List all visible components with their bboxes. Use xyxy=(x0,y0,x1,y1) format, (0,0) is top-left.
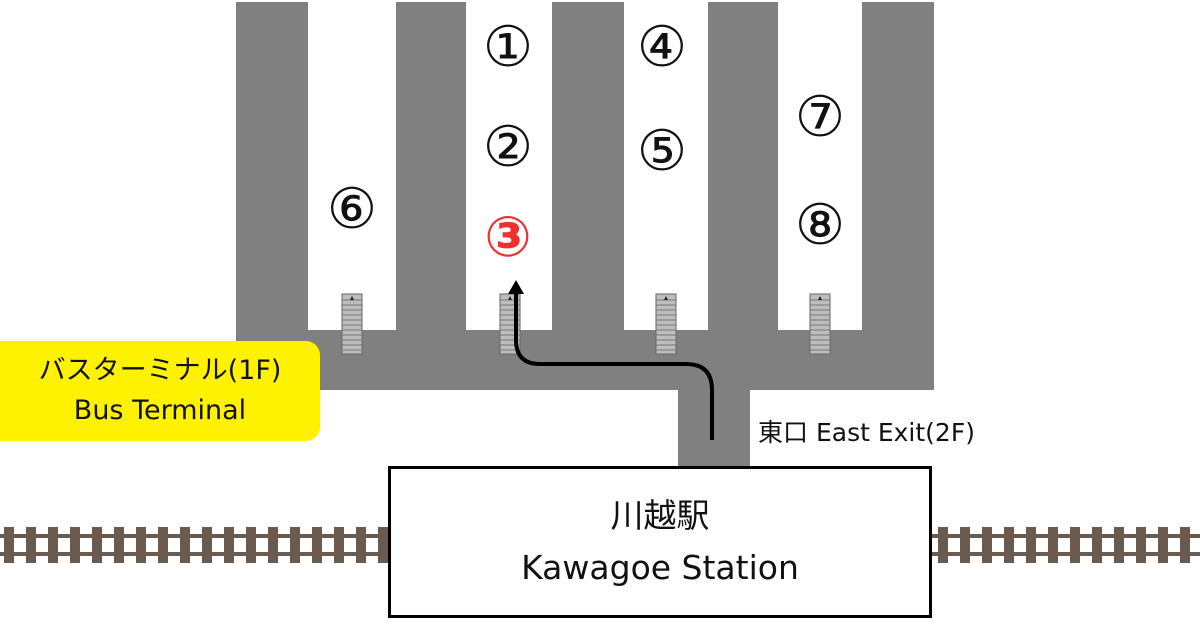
railway-tie xyxy=(202,527,212,563)
station-building: 川越駅 Kawagoe Station xyxy=(388,466,932,618)
railway-tie xyxy=(334,527,344,563)
railway-tie xyxy=(180,527,190,563)
railway-right xyxy=(930,527,1200,563)
railway-tie xyxy=(960,527,970,563)
railway-tie xyxy=(312,527,322,563)
railway-tie xyxy=(378,527,388,563)
railway-tie xyxy=(938,527,948,563)
bus-terminal-label: バスターミナル(1F) Bus Terminal xyxy=(0,341,320,441)
railway-tie xyxy=(1026,527,1036,563)
stop-5-label: ⑤ xyxy=(637,119,687,184)
route-arrowhead xyxy=(508,280,524,294)
bus-terminal-label-ja: バスターミナル(1F) xyxy=(38,355,282,386)
railway-left xyxy=(0,527,390,563)
stop-7-label: ⑦ xyxy=(795,85,845,150)
stop-2-label: ② xyxy=(483,115,533,180)
crosswalk-1 xyxy=(341,293,363,355)
walkway-column-2 xyxy=(396,2,466,332)
railway-tie xyxy=(268,527,278,563)
crosswalk-3 xyxy=(655,293,677,355)
railway-tie xyxy=(158,527,168,563)
railway-tie xyxy=(982,527,992,563)
walkway-column-1 xyxy=(236,2,308,332)
railway-tie xyxy=(48,527,58,563)
railway-tie xyxy=(26,527,36,563)
railway-tie xyxy=(92,527,102,563)
route-arrow-line xyxy=(514,292,714,440)
railway-tie xyxy=(70,527,80,563)
stop-6-label: ⑥ xyxy=(327,177,377,242)
railway-tie xyxy=(1092,527,1102,563)
railway-tie xyxy=(1004,527,1014,563)
stop-3-label-highlighted: ③ xyxy=(484,205,531,270)
bus-terminal-label-en: Bus Terminal xyxy=(73,395,247,426)
walkway-column-4 xyxy=(708,2,778,332)
railway-tie xyxy=(4,527,14,563)
railway-tie xyxy=(290,527,300,563)
railway-tie xyxy=(1158,527,1168,563)
railway-tie xyxy=(1048,527,1058,563)
stop-4-label: ④ xyxy=(637,15,687,80)
stop-8-label: ⑧ xyxy=(795,193,845,258)
railway-tie xyxy=(1114,527,1124,563)
crosswalk-4 xyxy=(809,293,831,355)
railway-tie xyxy=(1180,527,1190,563)
railway-tie xyxy=(356,527,366,563)
station-name-ja: 川越駅 xyxy=(610,496,710,535)
railway-tie xyxy=(1070,527,1080,563)
railway-tie xyxy=(224,527,234,563)
station-name-en: Kawagoe Station xyxy=(521,548,799,587)
railway-tie xyxy=(136,527,146,563)
railway-tie xyxy=(246,527,256,563)
walkway-column-3 xyxy=(552,2,624,332)
railway-tie xyxy=(1136,527,1146,563)
stop-1-label: ① xyxy=(483,15,533,80)
railway-tie xyxy=(114,527,124,563)
walkway-column-5 xyxy=(862,2,934,332)
east-exit-label: 東口 East Exit(2F) xyxy=(758,418,975,447)
